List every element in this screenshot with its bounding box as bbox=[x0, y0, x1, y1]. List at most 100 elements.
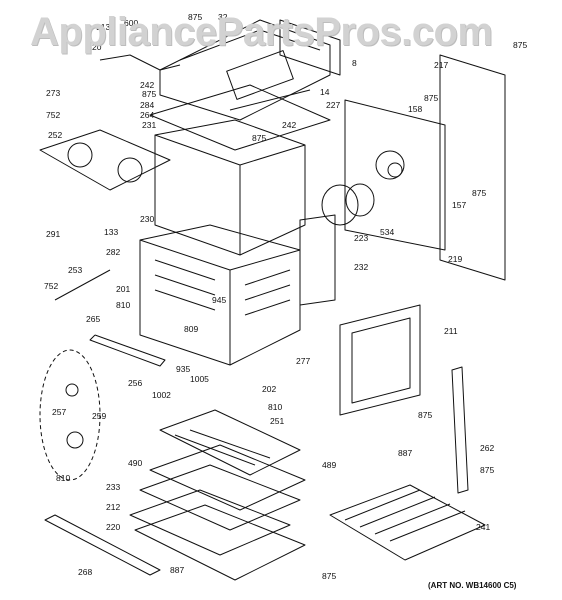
control-module bbox=[226, 50, 294, 100]
part-number-label: 1005 bbox=[190, 374, 209, 384]
fan-blade bbox=[321, 184, 359, 226]
part-number-label: 242 bbox=[282, 120, 296, 130]
part-number-label: 256 bbox=[128, 378, 142, 388]
rack-bar-1 bbox=[344, 489, 421, 521]
broil-coil-2 bbox=[189, 429, 271, 459]
rack-bar-2 bbox=[359, 496, 436, 528]
part-number-label: 875 bbox=[322, 571, 336, 581]
rack-guide-2 bbox=[154, 274, 216, 296]
part-number-label: 277 bbox=[296, 356, 310, 366]
part-number-label: 875 bbox=[480, 465, 494, 475]
part-number-label: 600 bbox=[124, 18, 138, 28]
part-number-label: 201 bbox=[116, 284, 130, 294]
rack-guide-1 bbox=[154, 259, 216, 281]
part-number-label: 202 bbox=[262, 384, 276, 394]
sensor-probe bbox=[65, 383, 79, 397]
part-number-label: 291 bbox=[46, 229, 60, 239]
part-number-label: 14 bbox=[320, 87, 330, 97]
part-number-label: 1002 bbox=[152, 390, 171, 400]
bake-tray bbox=[139, 464, 301, 531]
part-number-label: 913 bbox=[96, 22, 110, 32]
outer-wrap-edge bbox=[154, 134, 306, 166]
part-number-label: 945 bbox=[212, 295, 226, 305]
sensor-knob bbox=[66, 431, 84, 449]
part-number-label: 230 bbox=[140, 214, 154, 224]
part-number-label: 259 bbox=[92, 411, 106, 421]
part-number-label: 875 bbox=[472, 188, 486, 198]
control-bracket bbox=[179, 29, 321, 61]
part-number-label: 268 bbox=[78, 567, 92, 577]
rear-duct-panel bbox=[279, 19, 341, 76]
part-number-label: 157 bbox=[452, 200, 466, 210]
part-number-label: 809 bbox=[184, 324, 198, 334]
oven-cavity bbox=[139, 224, 301, 366]
side-panel bbox=[439, 54, 506, 281]
part-number-label: 534 bbox=[380, 227, 394, 237]
broil-element bbox=[159, 409, 301, 476]
part-number-label: 257 bbox=[52, 407, 66, 417]
part-outlines bbox=[39, 19, 506, 581]
bake-panel bbox=[149, 444, 306, 511]
insulation bbox=[299, 214, 336, 306]
part-number-label: 253 bbox=[68, 265, 82, 275]
trim-strip bbox=[451, 366, 469, 494]
bracket-rod bbox=[54, 269, 111, 301]
part-number-label: 20 bbox=[92, 42, 102, 52]
part-number-label: 262 bbox=[480, 443, 494, 453]
art-number: (ART NO. WB14600 C5) bbox=[428, 581, 517, 590]
door-window bbox=[351, 317, 411, 404]
burner-ring-left bbox=[67, 142, 93, 168]
bake-element-cover bbox=[39, 129, 171, 191]
part-number-label: 752 bbox=[44, 281, 58, 291]
part-number-label: 273 bbox=[46, 88, 60, 98]
part-number-label: 264 bbox=[140, 110, 154, 120]
fan-motor bbox=[345, 183, 375, 217]
part-number-label: 265 bbox=[86, 314, 100, 324]
part-number-label: 242 bbox=[140, 80, 154, 90]
cavity-front bbox=[139, 239, 301, 271]
part-number-label: 217 bbox=[434, 60, 448, 70]
control-cable bbox=[99, 54, 181, 71]
rack-guide-5 bbox=[244, 284, 291, 301]
rack-guide-6 bbox=[244, 299, 291, 316]
oven-rack bbox=[329, 484, 486, 561]
vent-trim bbox=[89, 334, 166, 367]
part-number-label: 875 bbox=[513, 40, 527, 50]
rack-guide-3 bbox=[154, 289, 216, 311]
part-number-label: 489 bbox=[322, 460, 336, 470]
part-number-label: 219 bbox=[448, 254, 462, 264]
part-number-label: 810 bbox=[268, 402, 282, 412]
part-number-label: 133 bbox=[104, 227, 118, 237]
part-number-label: 875 bbox=[142, 89, 156, 99]
bottom-panel bbox=[129, 489, 291, 556]
part-number-label: 887 bbox=[170, 565, 184, 575]
door-frame bbox=[339, 304, 421, 416]
vent-rail bbox=[229, 89, 311, 111]
part-number-label: 284 bbox=[140, 100, 154, 110]
part-number-label: 211 bbox=[444, 326, 458, 336]
broil-coil-1 bbox=[174, 434, 256, 466]
part-number-label: 227 bbox=[326, 100, 340, 110]
part-number-label: 32 bbox=[218, 12, 228, 22]
part-number-label: 887 bbox=[398, 448, 412, 458]
part-number-label: 232 bbox=[354, 262, 368, 272]
part-number-label: 241 bbox=[476, 522, 490, 532]
top-vent-panel bbox=[149, 84, 331, 151]
part-number-label: 252 bbox=[48, 130, 62, 140]
part-number-label: 875 bbox=[424, 93, 438, 103]
part-number-label: 231 bbox=[142, 120, 156, 130]
part-number-label: 220 bbox=[106, 522, 120, 532]
base-plate bbox=[134, 504, 306, 581]
part-number-label: 490 bbox=[128, 458, 142, 468]
fan-hub bbox=[375, 150, 405, 180]
part-number-label: 935 bbox=[176, 364, 190, 374]
rack-bar-4 bbox=[389, 510, 466, 542]
kick-plate bbox=[44, 514, 161, 576]
part-number-label: 875 bbox=[418, 410, 432, 420]
part-number-label: 810 bbox=[56, 473, 70, 483]
part-number-label: 810 bbox=[116, 300, 130, 310]
part-number-label: 875 bbox=[188, 12, 202, 22]
